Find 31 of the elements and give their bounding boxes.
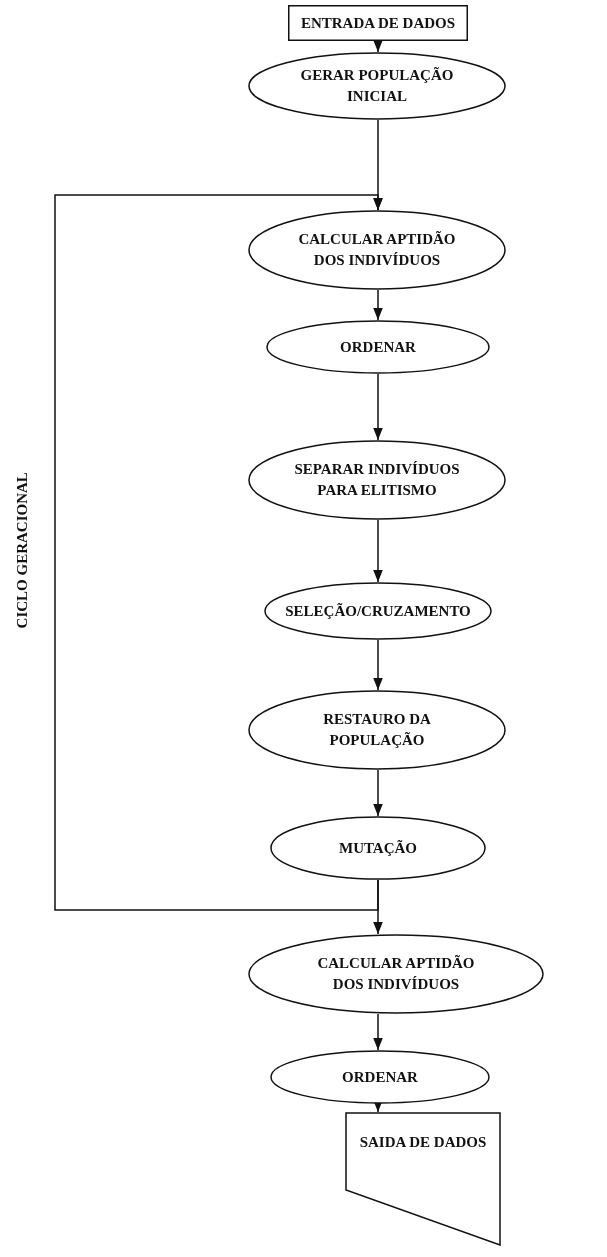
- node-text: ORDENAR: [342, 1067, 418, 1087]
- node-text: SEPARAR INDIVÍDUOS PARA ELITISMO: [293, 460, 461, 500]
- arrow: [373, 639, 383, 691]
- node-text: SAIDA DE DADOS: [359, 1133, 487, 1152]
- process-ellipse: [248, 440, 506, 520]
- process-ellipse: [248, 690, 506, 770]
- process-ellipse: [264, 582, 492, 640]
- arrow: [54, 194, 383, 911]
- process-ellipse: [248, 52, 506, 120]
- process-ellipse: [248, 210, 506, 290]
- node-text: GERAR POPULAÇÃO INICIAL: [299, 66, 455, 106]
- input-box: [288, 5, 468, 41]
- node-text: ENTRADA DE DADOS: [300, 13, 456, 33]
- arrow: [373, 769, 383, 817]
- node-text: CALCULAR APTIDÃO DOS INDIVÍDUOS: [316, 954, 476, 994]
- output-shape: [345, 1112, 501, 1246]
- arrow: [373, 373, 383, 441]
- process-ellipse: [248, 934, 544, 1014]
- arrow: [373, 1013, 383, 1051]
- node-text: ORDENAR: [340, 337, 416, 357]
- node-text: CALCULAR APTIDÃO DOS INDIVÍDUOS: [297, 230, 457, 270]
- process-ellipse: [270, 816, 486, 880]
- arrow: [373, 519, 383, 583]
- node-text: MUTAÇÃO: [338, 838, 417, 858]
- node-text: SELEÇÃO/CRUZAMENTO: [285, 601, 471, 621]
- loop-label: CICLO GERACIONAL: [12, 471, 31, 629]
- arrow: [373, 289, 383, 321]
- arrow: [373, 40, 383, 53]
- process-ellipse: [270, 1050, 490, 1104]
- process-ellipse: [266, 320, 490, 374]
- node-text: RESTAURO DA POPULAÇÃO: [322, 710, 432, 750]
